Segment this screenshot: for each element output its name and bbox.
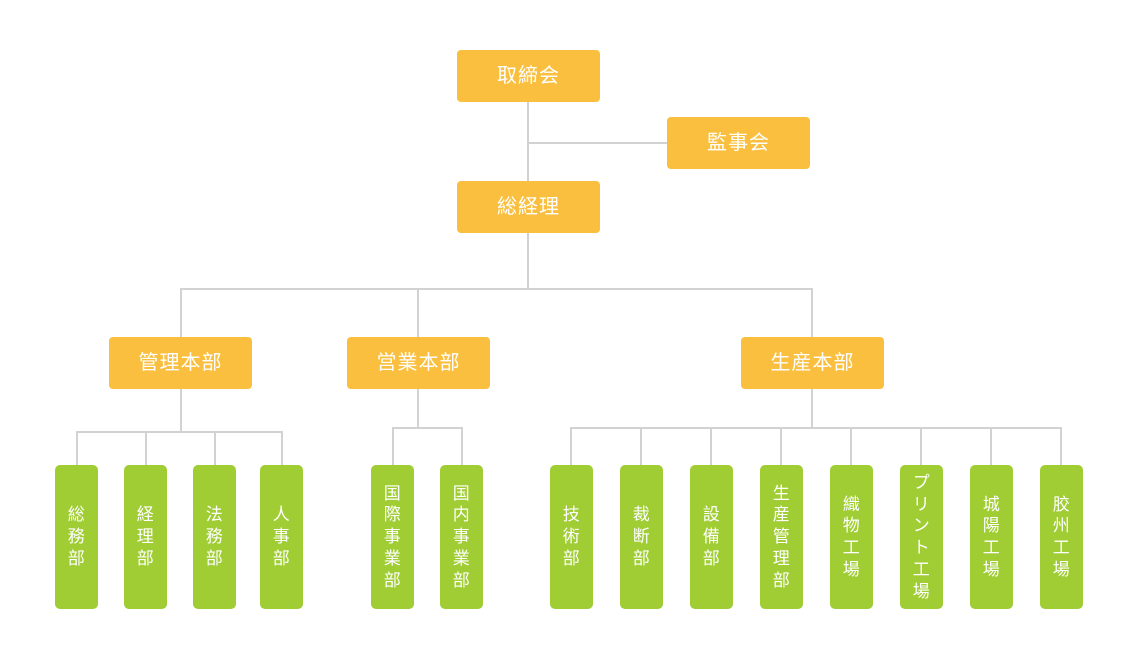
node-label: 法務部 — [205, 505, 224, 568]
connector-drop-production-7 — [1060, 427, 1062, 465]
node-label: 城陽工場 — [982, 494, 1001, 579]
connector-production-bus — [570, 427, 1062, 429]
connector-drop-admin-hq — [180, 288, 182, 337]
connector-drop-production-hq — [811, 288, 813, 337]
node-production-department[interactable]: 生産管理部 — [760, 465, 803, 609]
node-sales-hq[interactable]: 営業本部 — [347, 337, 490, 389]
node-sales-hq-label: 営業本部 — [376, 352, 461, 374]
node-board[interactable]: 取締会 — [457, 50, 600, 102]
connector-production-hq-drop — [811, 389, 813, 428]
connector-admin-hq-drop — [180, 389, 182, 432]
connector-drop-admin-1 — [145, 431, 147, 465]
node-production-department[interactable]: 織物工場 — [830, 465, 873, 609]
connector-division-bus — [180, 288, 813, 290]
connector-sales-hq-drop — [417, 389, 419, 428]
node-auditors-label: 監事会 — [707, 132, 770, 154]
node-board-label: 取締会 — [497, 65, 560, 87]
node-label: 裁断部 — [632, 505, 651, 568]
connector-drop-sales-hq — [417, 288, 419, 337]
connector-general-manager-drop — [527, 232, 529, 289]
node-production-department[interactable]: 技術部 — [550, 465, 593, 609]
node-production-department[interactable]: 裁断部 — [620, 465, 663, 609]
connector-drop-admin-0 — [76, 431, 78, 465]
node-production-department[interactable]: 城陽工場 — [970, 465, 1013, 609]
connector-board-to-auditors — [527, 142, 667, 144]
connector-drop-production-0 — [570, 427, 572, 465]
node-label: 設備部 — [702, 505, 721, 568]
node-label: 技術部 — [562, 505, 581, 568]
connector-drop-sales-0 — [392, 427, 394, 465]
node-label: プリント工場 — [912, 472, 931, 601]
node-admin-department[interactable]: 経理部 — [124, 465, 167, 609]
node-label: 人事部 — [272, 505, 291, 568]
node-production-department[interactable]: 胶州工場 — [1040, 465, 1083, 609]
node-production-department[interactable]: 設備部 — [690, 465, 733, 609]
node-auditors[interactable]: 監事会 — [667, 117, 810, 169]
connector-drop-production-5 — [920, 427, 922, 465]
node-production-department[interactable]: プリント工場 — [900, 465, 943, 609]
connector-sales-bus — [392, 427, 463, 429]
node-admin-department[interactable]: 人事部 — [260, 465, 303, 609]
connector-drop-production-4 — [850, 427, 852, 465]
connector-board-to-general-manager — [527, 102, 529, 186]
node-general-manager[interactable]: 総経理 — [457, 181, 600, 233]
node-label: 国内事業部 — [452, 483, 471, 590]
node-production-hq[interactable]: 生産本部 — [741, 337, 884, 389]
connector-drop-sales-1 — [461, 427, 463, 465]
node-label: 国際事業部 — [383, 483, 402, 590]
node-admin-hq-label: 管理本部 — [138, 352, 223, 374]
connector-drop-production-2 — [710, 427, 712, 465]
node-label: 総務部 — [67, 505, 86, 568]
connector-admin-bus — [76, 431, 282, 433]
connector-drop-production-1 — [640, 427, 642, 465]
node-production-hq-label: 生産本部 — [770, 352, 855, 374]
connector-drop-admin-2 — [214, 431, 216, 465]
node-label: 生産管理部 — [772, 483, 791, 590]
node-general-manager-label: 総経理 — [497, 196, 560, 218]
node-label: 胶州工場 — [1052, 494, 1071, 579]
connector-drop-production-3 — [780, 427, 782, 465]
connector-drop-production-6 — [990, 427, 992, 465]
connector-drop-admin-3 — [281, 431, 283, 465]
node-sales-department[interactable]: 国際事業部 — [371, 465, 414, 609]
node-admin-hq[interactable]: 管理本部 — [109, 337, 252, 389]
node-admin-department[interactable]: 総務部 — [55, 465, 98, 609]
node-admin-department[interactable]: 法務部 — [193, 465, 236, 609]
node-label: 織物工場 — [842, 494, 861, 579]
node-sales-department[interactable]: 国内事業部 — [440, 465, 483, 609]
node-label: 経理部 — [136, 505, 155, 568]
